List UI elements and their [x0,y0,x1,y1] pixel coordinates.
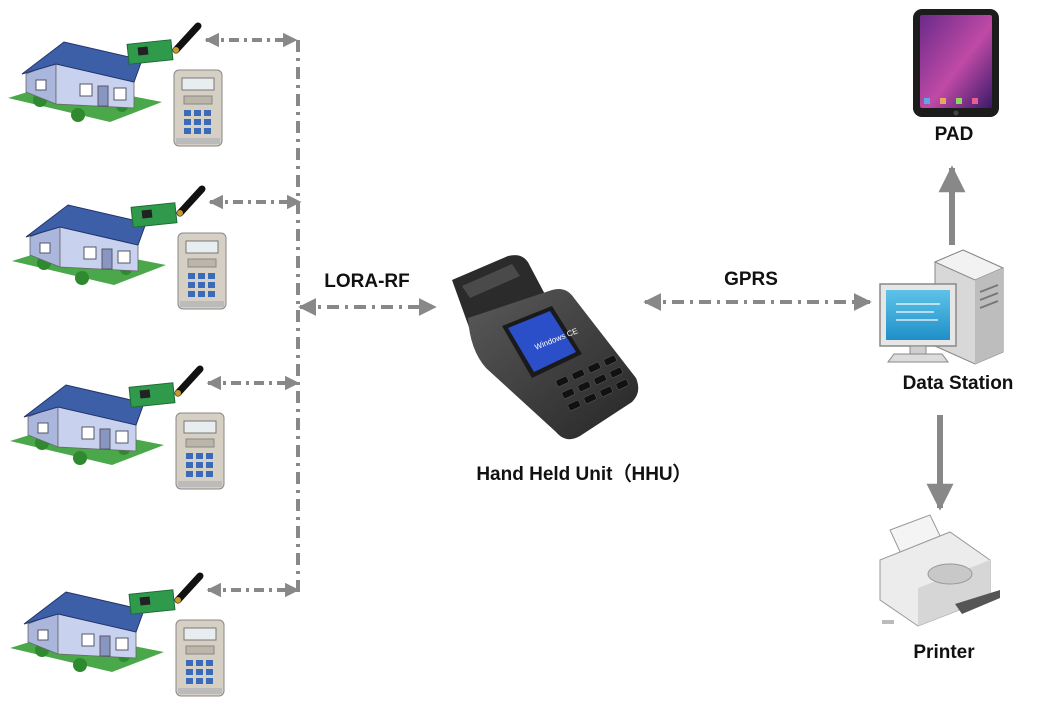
hhu-screen [508,311,576,372]
antenna-icon [174,365,204,397]
house-unit-1 [8,22,298,147]
house-roof [23,591,145,633]
house-roof [25,204,147,246]
houses-group [8,22,302,697]
antenna-icon [174,572,204,604]
hhu-keypad [555,355,629,411]
hhu-device: Windows CE [452,255,639,440]
monitor-screen [886,290,950,340]
house-roof [21,41,143,83]
lora-module-icon [128,382,176,408]
house-unit-3 [10,365,300,490]
antenna-icon [176,185,206,217]
hhu-label: Hand Held Unit（HHU） [476,462,691,485]
pad-device [913,9,999,117]
lora-module-icon [126,39,174,65]
gprs-label: GPRS [724,269,778,290]
lora-module-icon [130,202,178,228]
house-roof [23,384,145,426]
antenna-icon [172,22,202,54]
data-station-label: Data Station [903,373,1014,394]
house-unit-2 [12,185,302,310]
lora-module-icon [128,589,176,615]
lora-rf-label: LORA-RF [324,271,409,292]
printer-label: Printer [913,642,975,663]
house-unit-4 [10,572,300,697]
pad-screen [920,15,992,108]
pad-label: PAD [935,124,974,145]
data-station-computer [879,249,1005,365]
printer-device [879,514,1000,627]
